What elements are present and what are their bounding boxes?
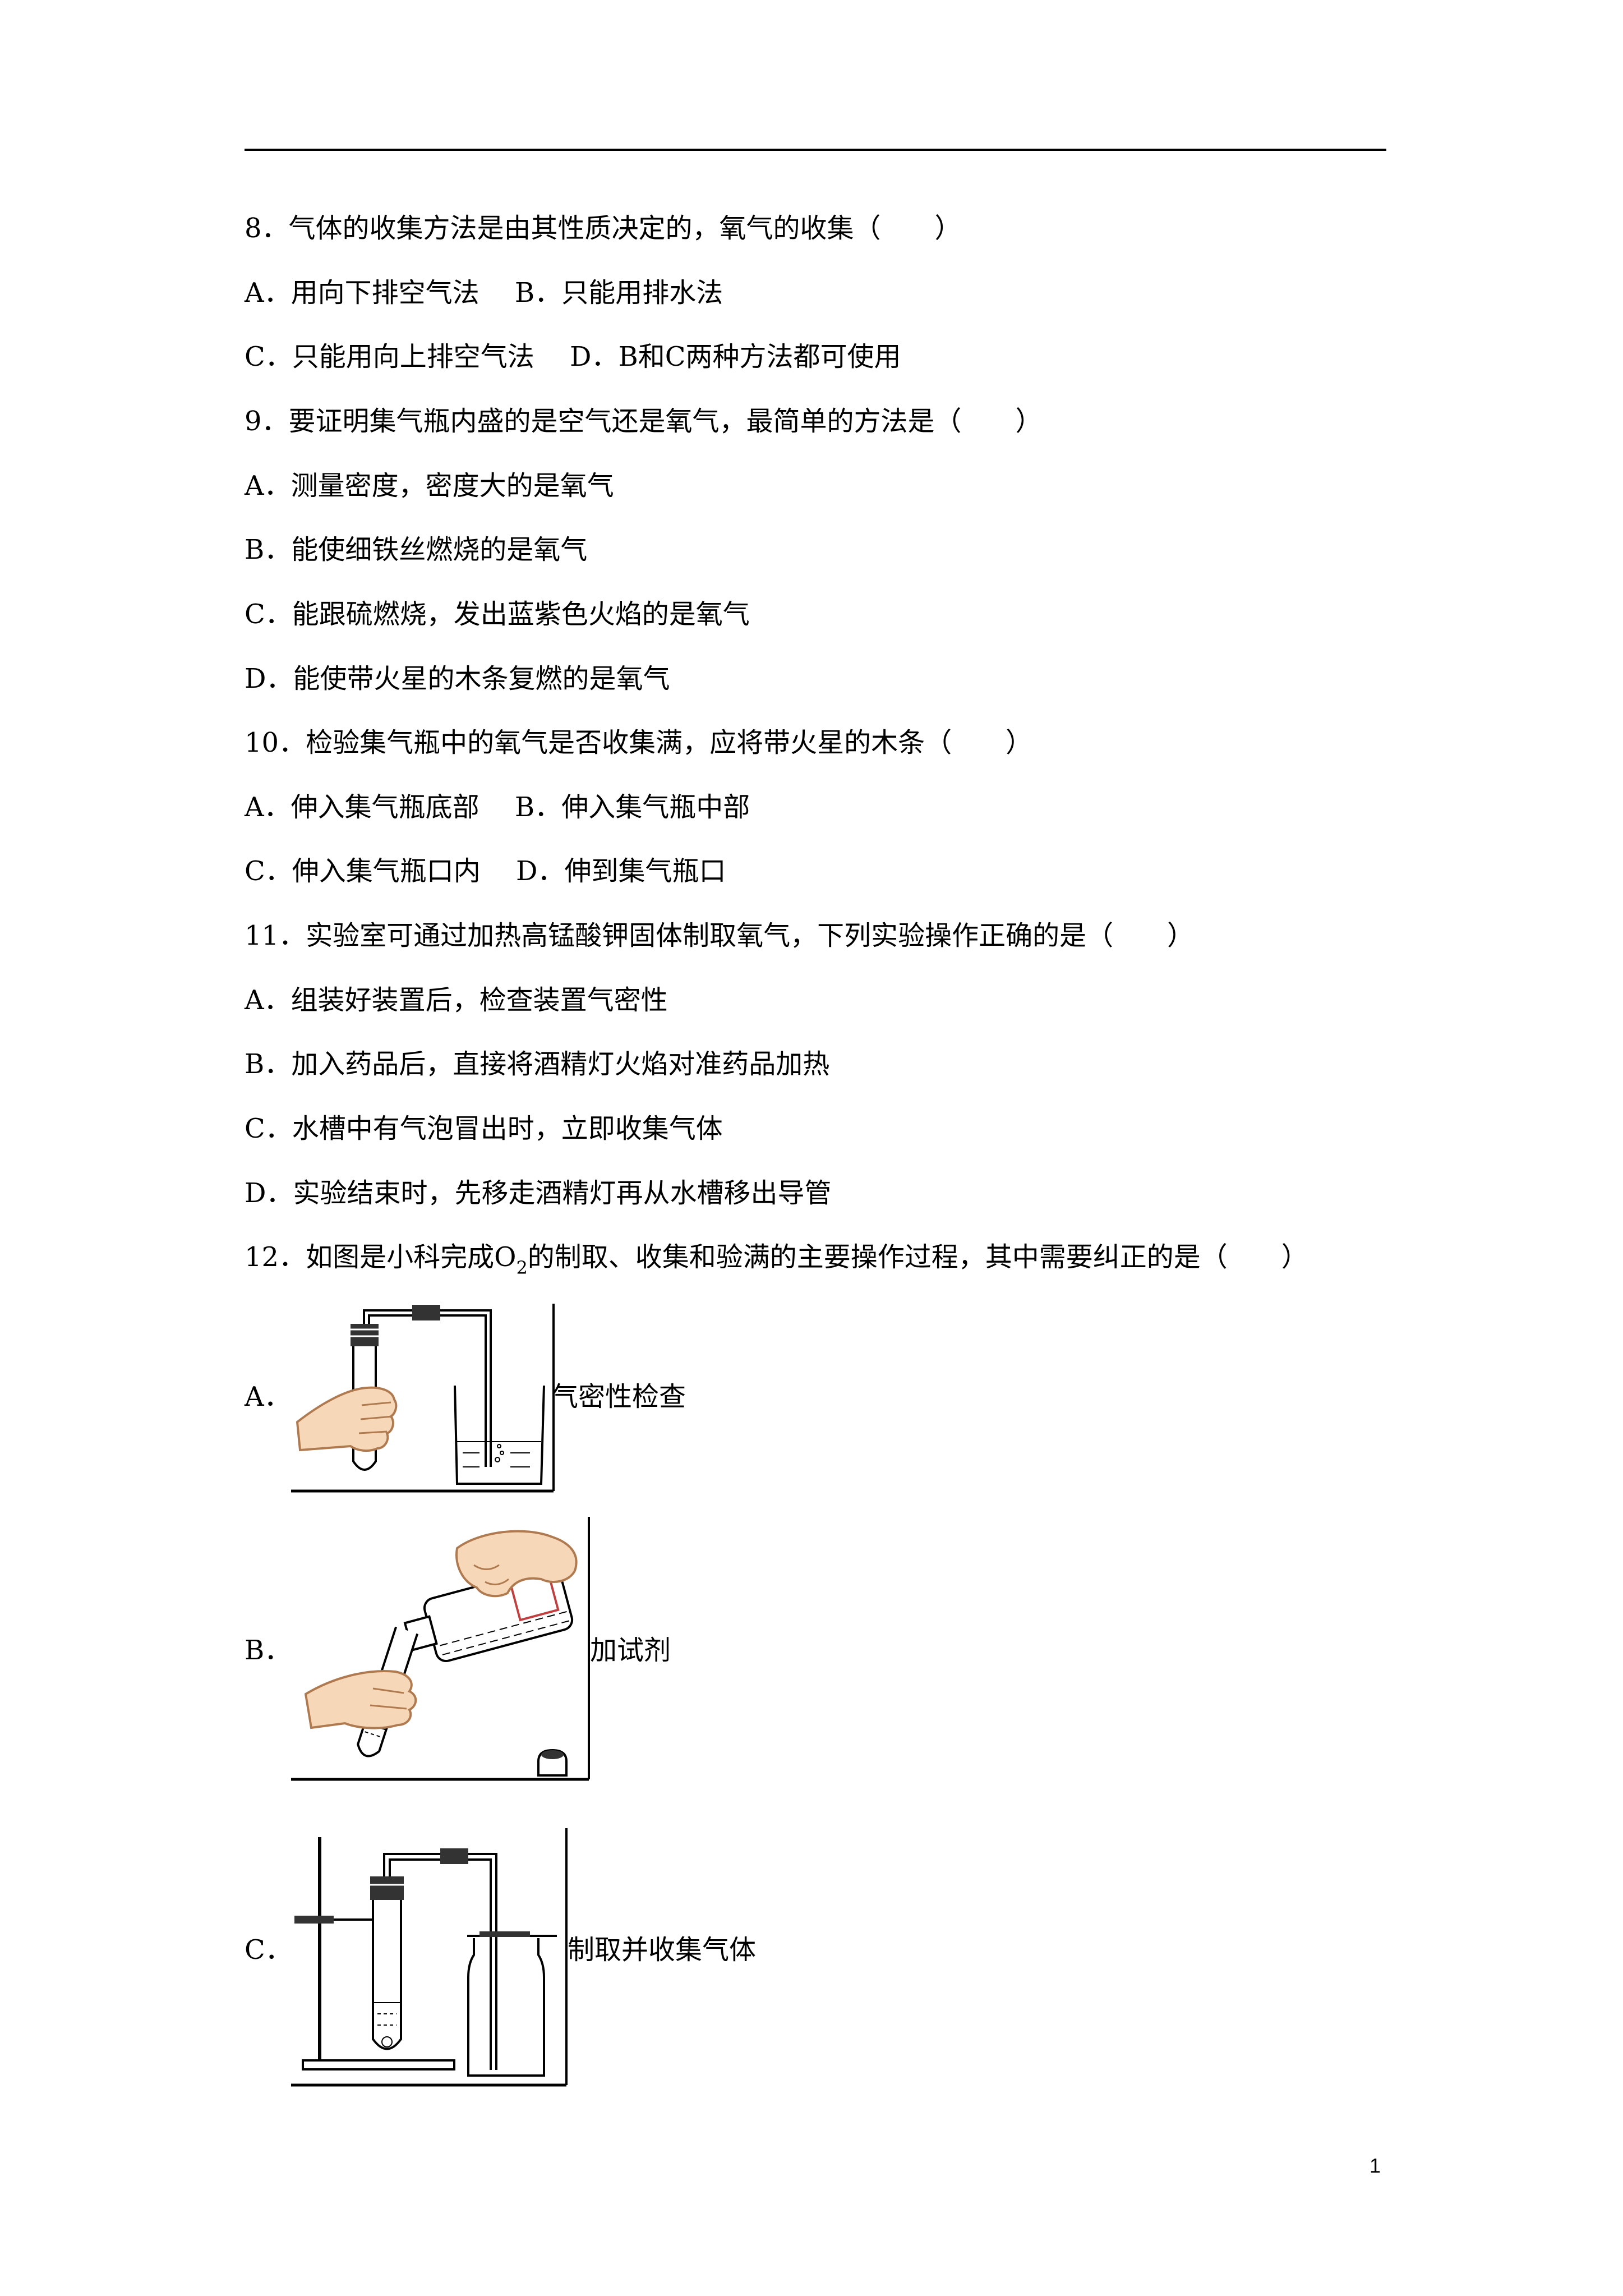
airtightness-apparatus-icon (291, 1304, 555, 1493)
question-11-option-a: A．组装好装置后，检查装置气密性 (245, 984, 668, 1016)
question-8-option-line-2: C．只能用向上排空气法 D．B和C两种方法都可使用 (245, 341, 901, 372)
question-9-option-b: B．能使细铁丝燃烧的是氧气 (245, 534, 588, 565)
figure-produce-collect-gas (289, 1826, 569, 2090)
question-11-option-d: D．实验结束时，先移走酒精灯再从水槽移出导管 (245, 1177, 832, 1209)
question-12-option-b-label: B． (245, 1635, 292, 1666)
question-12-stem-pre: 12．如图是小科完成O (245, 1241, 517, 1273)
question-9-option-d: D．能使带火星的木条复燃的是氧气 (245, 663, 670, 694)
question-12-stem-post: 的制取、收集和验满的主要操作过程，其中需要纠正的是（ ） (527, 1241, 1308, 1273)
question-11-option-c: C．水槽中有气泡冒出时，立即收集气体 (245, 1113, 723, 1144)
question-11-option-b: B．加入药品后，直接将酒精灯火焰对准药品加热 (245, 1048, 830, 1080)
question-11-stem: 11．实验室可通过加热高锰酸钾固体制取氧气，下列实验操作正确的是（ ） (245, 920, 1195, 951)
question-8-stem: 8．气体的收集方法是由其性质决定的，氧气的收集（ ） (245, 213, 962, 244)
question-12-stem: 12．如图是小科完成O2的制取、收集和验满的主要操作过程，其中需要纠正的是（ ） (245, 1240, 1308, 1278)
question-10-option-line-2: C．伸入集气瓶口内 D．伸到集气瓶口 (245, 855, 726, 887)
pouring-reagent-icon (291, 1517, 590, 1781)
question-12-stem-subscript: 2 (516, 1257, 528, 1278)
figure-airtightness-check (289, 1301, 558, 1495)
question-9-stem: 9．要证明集气瓶内盛的是空气还是氧气，最简单的方法是（ ） (245, 406, 1043, 437)
question-12-option-c-label: C． (245, 1934, 292, 1966)
question-10-option-line-1: A．伸入集气瓶底部 B．伸入集气瓶中部 (245, 792, 750, 823)
question-12-option-b-caption: 加试剂 (590, 1635, 671, 1666)
question-10-stem: 10．检验集气瓶中的氧气是否收集满，应将带火星的木条（ ） (245, 727, 1033, 758)
question-9-option-a: A．测量密度，密度大的是氧气 (245, 470, 614, 501)
question-12-option-c-caption: 制取并收集气体 (568, 1934, 757, 1966)
header-rule (245, 149, 1386, 151)
page-number: 1 (1370, 2154, 1381, 2177)
gas-collection-apparatus-icon (291, 1828, 568, 2087)
question-8-option-line-1: A．用向下排空气法 B．只能用排水法 (245, 277, 723, 309)
question-12-option-a-caption: 气密性检查 (551, 1381, 686, 1412)
question-12-option-a-label: A． (245, 1381, 291, 1412)
figure-adding-reagent (289, 1515, 592, 1784)
question-9-option-c: C．能跟硫燃烧，发出蓝紫色火焰的是氧气 (245, 599, 750, 630)
